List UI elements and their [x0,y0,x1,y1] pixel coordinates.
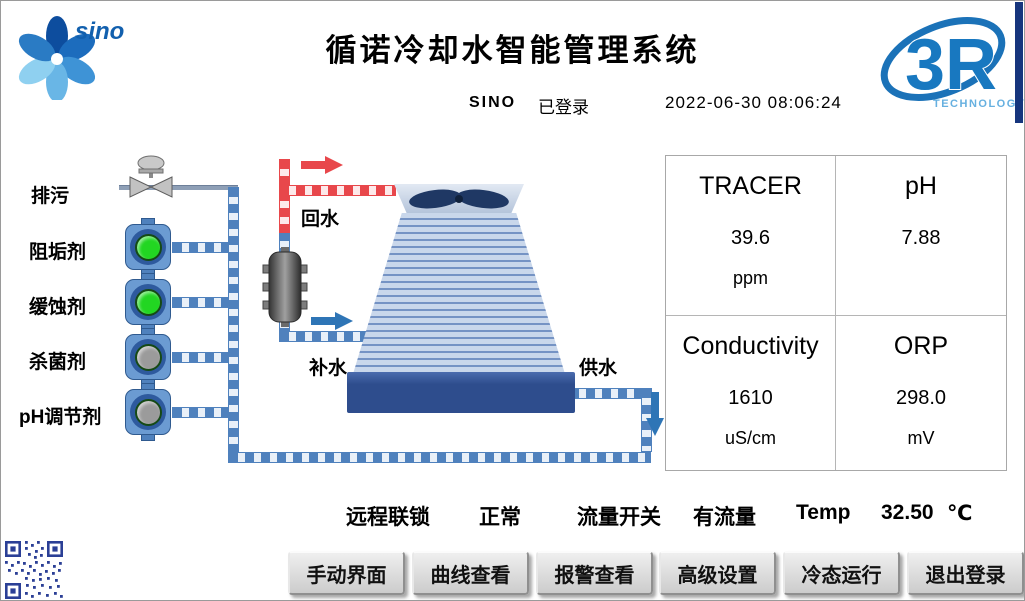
cooling-tower-body [353,213,565,374]
pump-status-light [134,343,162,371]
blowdown-label: 排污 [31,186,70,207]
pump-feed-pipe [172,242,230,253]
reading-cell-tracer: TRACER 39.6 ppm [666,156,836,316]
return-water-pipe-v [279,159,290,233]
chemical-label-ph-regulator: pH调节剂 [19,407,102,428]
three-r-logo-subtext: TECHNOLOGY [933,98,1024,110]
reading-unit: mV [907,428,935,448]
datetime: 2022-06-30 08:06:24 [665,93,842,112]
pump-ring [130,339,166,375]
pump-feed-pipe [172,352,230,363]
reading-label: pH [905,172,937,200]
alarm-view-button[interactable]: 报警查看 [536,551,653,595]
reading-value: 7.88 [901,227,941,249]
sino-logo-text: sino [75,18,124,45]
pump-port-icon [141,434,155,441]
reading-label: ORP [893,332,949,360]
blowdown-valve-icon [129,155,173,198]
reading-value: 1610 [728,387,773,409]
reading-value: 298.0 [895,387,947,409]
cold-run-button[interactable]: 冷态运行 [783,551,900,595]
user-name: SINO [469,94,517,111]
tower-basin [347,372,575,413]
reading-unit: ppm [732,268,768,288]
dosing-pump-scale-inhibitor-icon [124,218,172,276]
dosing-pump-corrosion-inhibitor-icon [124,273,172,331]
makeup-flow-arrow-icon [311,312,353,330]
logo-accent-bar [1015,2,1023,123]
qr-code-icon [5,541,63,599]
pump-status-light [134,288,162,316]
three-r-logo-icon: 3R TECHNOLOGY [880,17,1024,110]
dosing-pump-ph-regulator-icon [124,383,172,441]
three-r-logo-text: 3R [905,25,997,105]
reading-label: Conductivity [682,332,819,360]
reading-unit: uS/cm [724,428,776,448]
advanced-settings-button[interactable]: 高级设置 [659,551,776,595]
pump-feed-pipe [172,407,230,418]
sino-logo-icon: sino [18,16,124,100]
pump-status-light [134,233,162,261]
page-title: 循诺冷却水智能管理系统 [325,33,700,68]
reading-label: TRACER [699,172,802,200]
pump-feed-pipe [172,297,230,308]
return-water-pipe-h [279,185,396,196]
tower-fan-icon [409,189,509,209]
chemical-label-corrosion-inhibitor: 缓蚀剂 [29,297,87,318]
pump-ring [130,284,166,320]
pump-ring [130,229,166,265]
curve-view-button[interactable]: 曲线查看 [412,551,529,595]
chemical-header-pipe [228,187,239,459]
filter-vessel-icon [262,247,308,327]
readings-panel: TRACER 39.6 ppm pH 7.88 Conductivity 161… [665,155,1007,471]
reading-cell-orp: ORP 298.0 mV [836,316,1006,470]
dosing-pump-biocide-icon [124,328,172,386]
bottom-loop-pipe [228,452,651,463]
temp-value: 32.50 [881,501,934,524]
chemical-label-biocide: 杀菌剂 [29,352,87,373]
reading-cell-conductivity: Conductivity 1610 uS/cm [666,316,836,470]
manual-screen-button[interactable]: 手动界面 [288,551,405,595]
reading-value: 39.6 [731,227,770,249]
chemical-label-scale-inhibitor: 阻垢剂 [29,242,87,263]
return-flow-arrow-icon [301,156,343,174]
login-status: 已登录 [538,98,589,117]
temp-unit: ℃ [947,502,973,525]
interlock-value: 正常 [479,506,521,529]
pump-ring [130,394,166,430]
reading-cell-ph: pH 7.88 [836,156,1006,316]
logout-button[interactable]: 退出登录 [907,551,1024,595]
flow-switch-value: 有流量 [693,506,756,529]
return-water-label: 回水 [301,209,340,230]
temp-label: Temp [796,501,851,524]
makeup-water-pipe [279,331,371,342]
makeup-water-label: 补水 [309,358,348,379]
blowdown-pipe [119,185,238,190]
supply-water-label: 供水 [579,358,618,379]
supply-water-pipe-h [569,388,651,399]
pump-status-light [134,398,162,426]
flow-switch-label: 流量开关 [577,506,661,529]
interlock-label: 远程联锁 [346,506,430,529]
supply-flow-arrow-icon [646,392,664,436]
